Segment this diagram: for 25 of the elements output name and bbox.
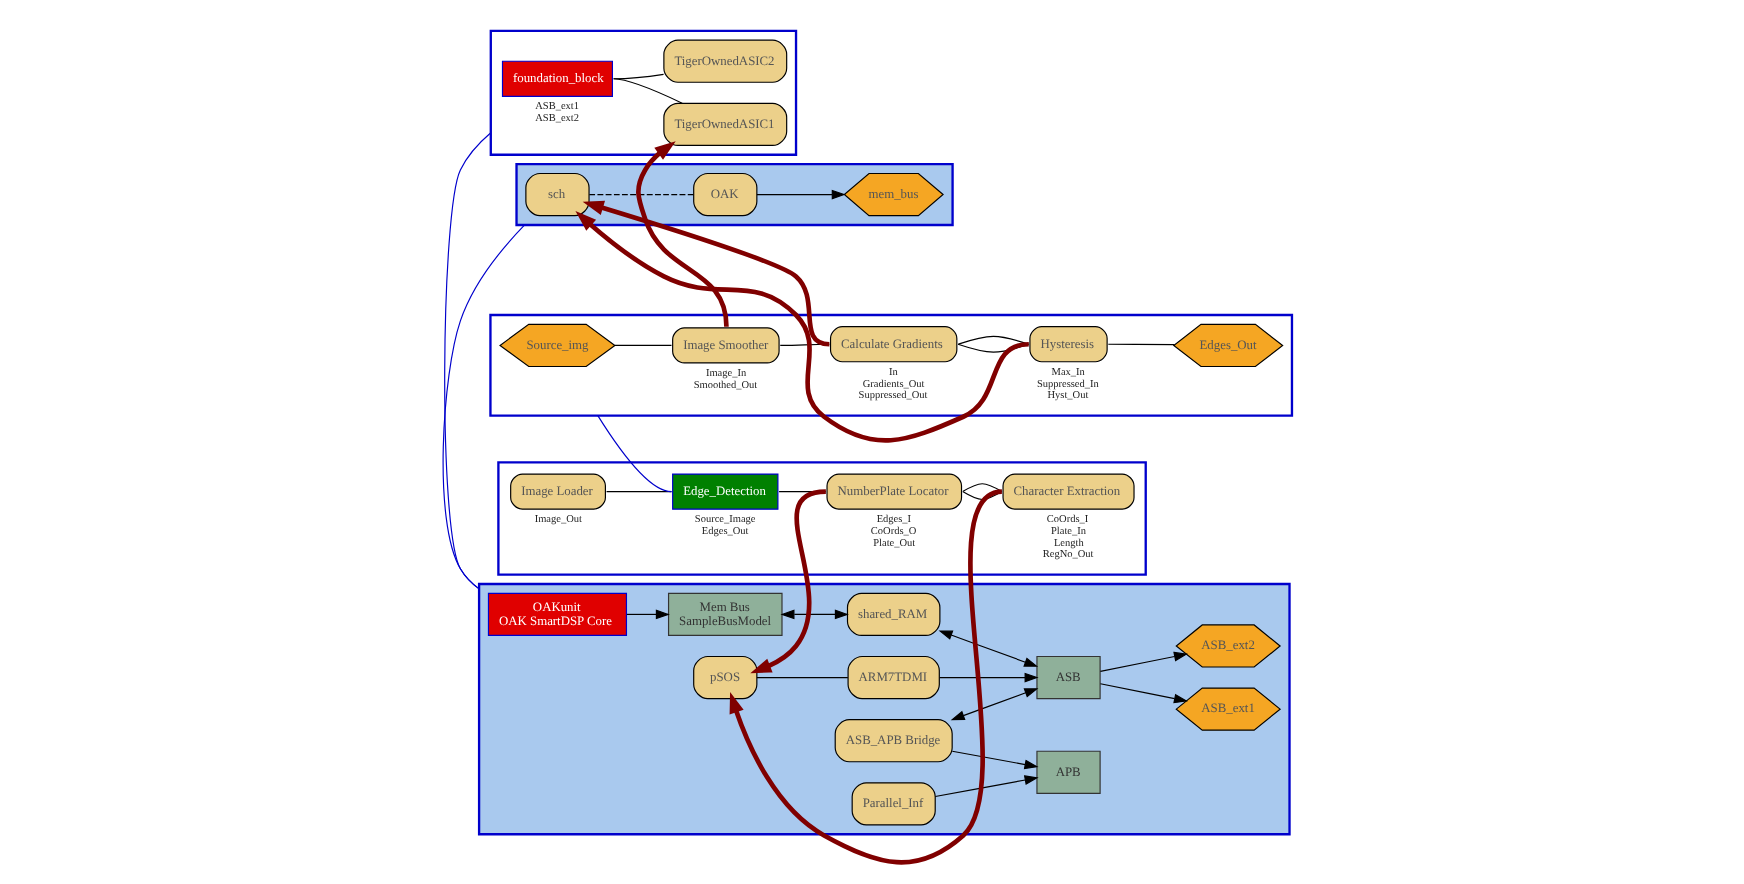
- connector: [613, 73, 665, 80]
- arrow: [756, 189, 846, 200]
- arrow: [939, 672, 1039, 683]
- connector: [444, 132, 492, 590]
- cluster: [497, 461, 1147, 576]
- arrow: [636, 141, 729, 327]
- arrow: [950, 688, 1039, 721]
- cluster: [489, 313, 1294, 417]
- arrow: [626, 609, 670, 620]
- cluster: [477, 582, 1291, 836]
- arrow: [951, 750, 1039, 770]
- arrow: [1099, 683, 1188, 704]
- connector: [614, 344, 673, 346]
- cluster: [489, 29, 798, 156]
- arrow: [934, 775, 1039, 798]
- connector: [962, 483, 1003, 492]
- arrow: [780, 609, 849, 620]
- connector: [588, 193, 695, 196]
- connector: [1107, 343, 1175, 346]
- arrow: [938, 630, 1039, 667]
- connector: [597, 415, 673, 493]
- connector: [613, 78, 683, 104]
- connector: [756, 676, 849, 679]
- cluster: [515, 162, 954, 227]
- arrow: [1099, 651, 1188, 672]
